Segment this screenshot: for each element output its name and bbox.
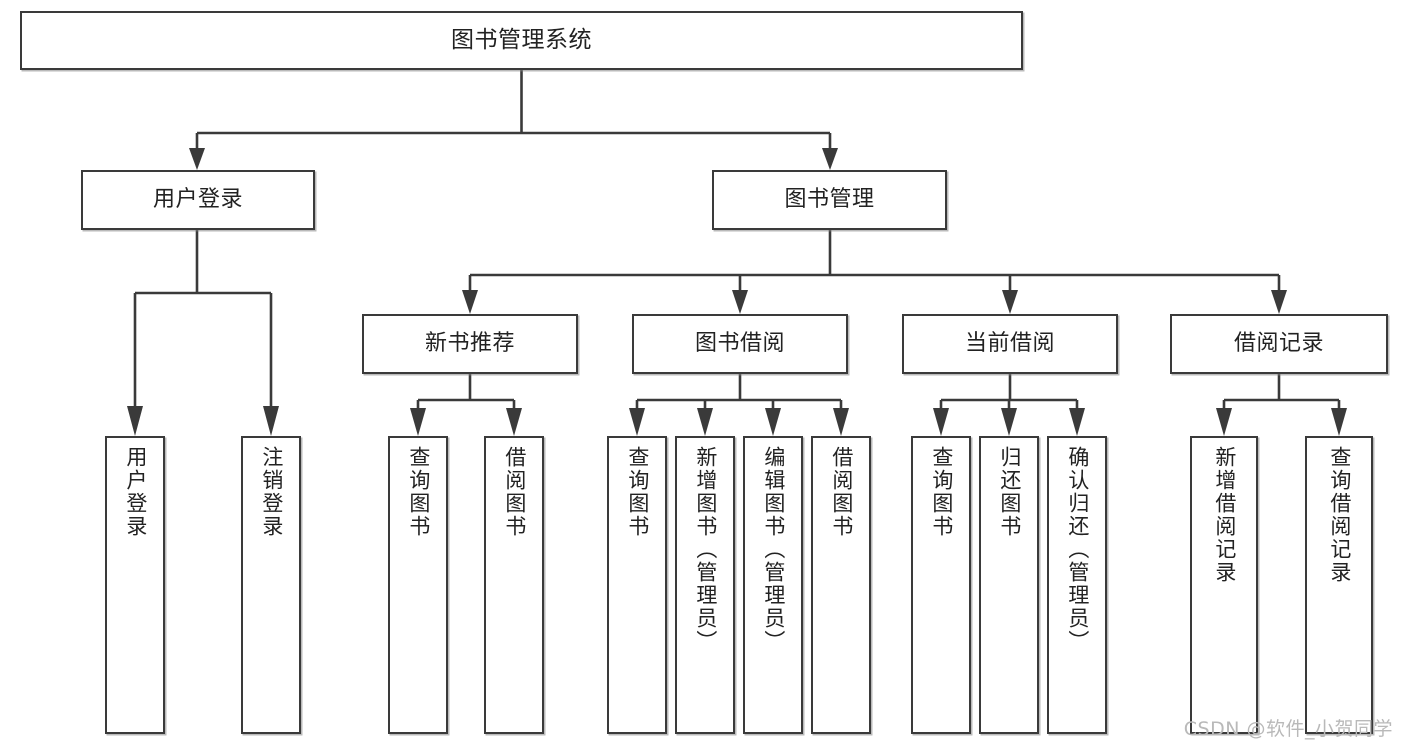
arrow-head-book-borrow (732, 290, 748, 314)
arrow-head-user-login (189, 148, 205, 170)
node-leaf-query-book-1-label: 查询图书 (406, 446, 431, 538)
node-new-book-recommend-label: 新书推荐 (424, 330, 515, 356)
node-leaf-query-book-2-label: 查询图书 (625, 446, 650, 538)
node-leaf-confirm-return[interactable]: 确认归还（管理员） (1047, 436, 1107, 734)
node-user-login[interactable]: 用户登录 (81, 170, 315, 230)
node-leaf-add-record-label: 新增借阅记录 (1212, 446, 1237, 584)
node-new-book-recommend[interactable]: 新书推荐 (362, 314, 578, 374)
node-leaf-confirm-return-label: 确认归还（管理员） (1065, 446, 1090, 653)
node-borrow-record[interactable]: 借阅记录 (1170, 314, 1388, 374)
node-leaf-edit-book[interactable]: 编辑图书（管理员） (743, 436, 803, 734)
node-current-borrow[interactable]: 当前借阅 (902, 314, 1118, 374)
node-leaf-user-login-label: 用户登录 (123, 446, 148, 538)
arrow-head-leaf-query-book-2 (629, 408, 645, 436)
node-leaf-user-login[interactable]: 用户登录 (105, 436, 165, 734)
arrow-head-new-book-recommend (462, 290, 478, 314)
arrow-head-leaf-query-book-3 (933, 408, 949, 436)
node-leaf-return-book-label: 归还图书 (997, 446, 1022, 538)
arrow-head-leaf-return-book (1001, 408, 1017, 436)
arrow-head-leaf-edit-book (765, 408, 781, 436)
node-leaf-query-book-1[interactable]: 查询图书 (388, 436, 448, 734)
node-user-login-label: 用户登录 (152, 186, 243, 212)
arrow-head-current-borrow (1002, 290, 1018, 314)
node-leaf-query-book-3[interactable]: 查询图书 (911, 436, 971, 734)
arrow-head-leaf-borrow-book-1 (506, 408, 522, 436)
arrow-head-leaf-query-book-1 (410, 408, 426, 436)
node-leaf-return-book[interactable]: 归还图书 (979, 436, 1039, 734)
node-leaf-add-book[interactable]: 新增图书（管理员） (675, 436, 735, 734)
node-leaf-user-logout[interactable]: 注销登录 (241, 436, 301, 734)
arrow-head-leaf-user-login (127, 406, 143, 436)
node-root-label: 图书管理系统 (451, 27, 592, 54)
node-leaf-add-book-label: 新增图书（管理员） (693, 446, 718, 653)
arrow-head-leaf-add-record (1216, 408, 1232, 436)
node-book-borrow[interactable]: 图书借阅 (632, 314, 848, 374)
node-book-management[interactable]: 图书管理 (712, 170, 947, 230)
node-leaf-add-record[interactable]: 新增借阅记录 (1190, 436, 1258, 734)
arrow-head-leaf-query-record (1331, 408, 1347, 436)
node-borrow-record-label: 借阅记录 (1233, 330, 1324, 356)
node-leaf-query-record[interactable]: 查询借阅记录 (1305, 436, 1373, 734)
arrow-head-leaf-add-book (697, 408, 713, 436)
arrow-head-leaf-confirm-return (1069, 408, 1085, 436)
node-book-management-label: 图书管理 (784, 186, 875, 212)
node-leaf-query-book-2[interactable]: 查询图书 (607, 436, 667, 734)
node-leaf-user-logout-label: 注销登录 (259, 446, 284, 538)
arrow-head-book-management (822, 148, 838, 170)
node-current-borrow-label: 当前借阅 (964, 330, 1055, 356)
node-leaf-borrow-book-2-label: 借阅图书 (829, 446, 854, 538)
node-leaf-query-record-label: 查询借阅记录 (1327, 446, 1352, 584)
node-leaf-borrow-book-1-label: 借阅图书 (502, 446, 527, 538)
arrow-head-borrow-record (1271, 290, 1287, 314)
node-book-borrow-label: 图书借阅 (694, 330, 785, 356)
node-leaf-borrow-book-2[interactable]: 借阅图书 (811, 436, 871, 734)
arrow-head-leaf-borrow-book-2 (833, 408, 849, 436)
node-leaf-edit-book-label: 编辑图书（管理员） (761, 446, 786, 653)
node-root[interactable]: 图书管理系统 (20, 11, 1023, 70)
arrow-head-leaf-user-logout (263, 406, 279, 436)
node-leaf-query-book-3-label: 查询图书 (929, 446, 954, 538)
node-leaf-borrow-book-1[interactable]: 借阅图书 (484, 436, 544, 734)
